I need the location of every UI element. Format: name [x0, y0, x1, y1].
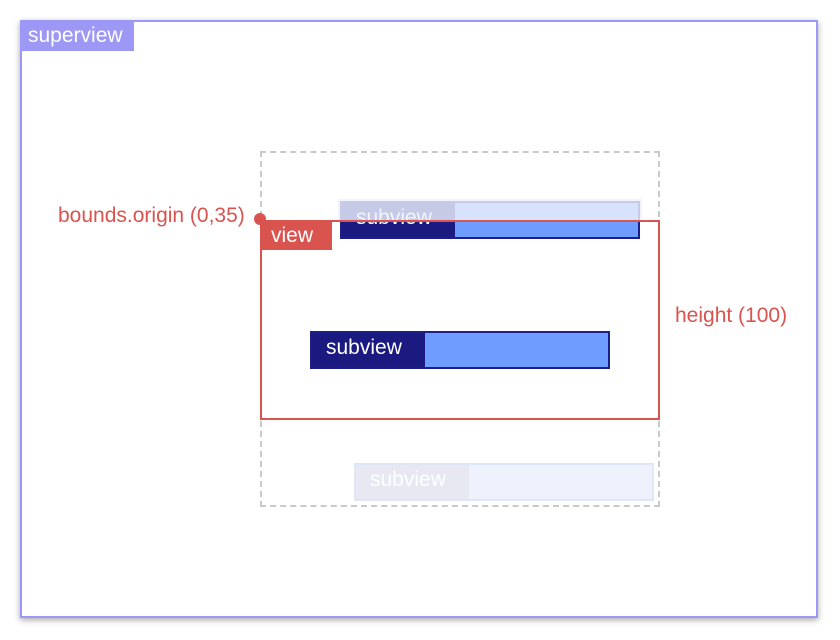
subview-visible-middle: subview: [310, 331, 610, 369]
subview-clipped-bottom: subview: [354, 463, 654, 501]
clipped-region-overlay: [338, 199, 642, 220]
height-label: height (100): [675, 304, 788, 327]
view-frame: [260, 220, 660, 420]
bounds-origin-dot: [254, 213, 266, 225]
view-label: view: [261, 221, 332, 250]
subview-label: subview: [356, 465, 469, 499]
superview-frame: [20, 20, 818, 618]
superview-label: superview: [20, 20, 134, 51]
bounds-origin-label: bounds.origin (0,35): [58, 204, 245, 227]
subview-label: subview: [312, 333, 425, 367]
